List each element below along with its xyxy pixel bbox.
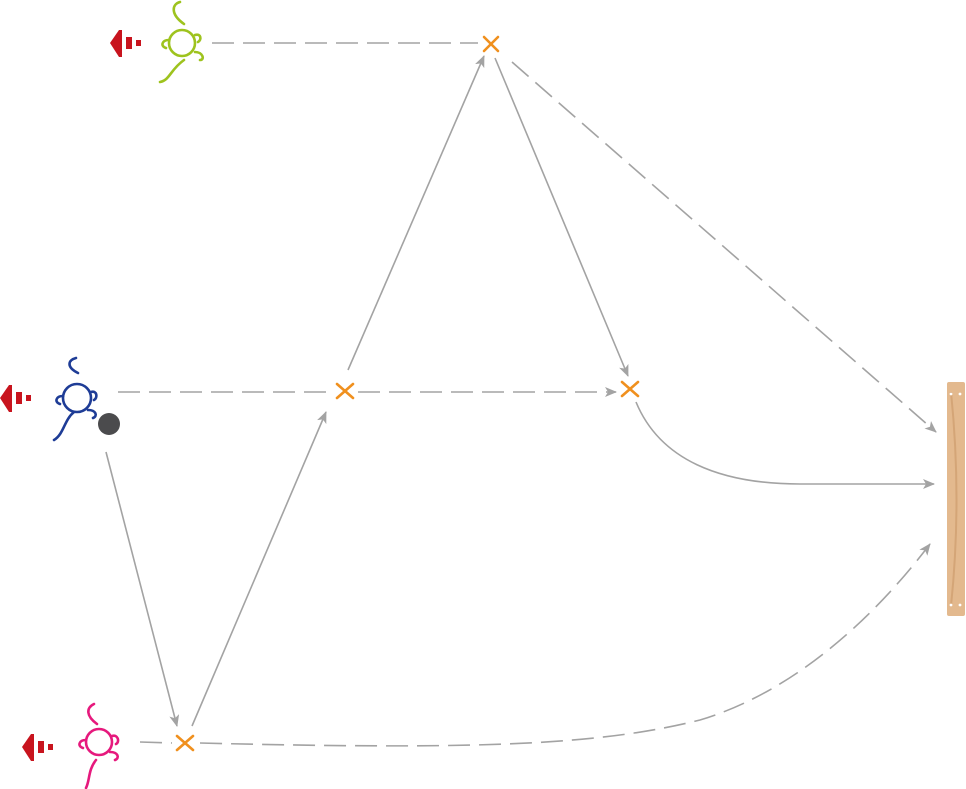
training-cone-icon (0, 385, 31, 412)
ball-icon (98, 413, 120, 435)
target-x-icon (482, 35, 500, 53)
run-line-bottom-to-board (199, 543, 931, 747)
pass-curve-right-to-board (635, 401, 935, 489)
target-x-icon (620, 380, 640, 398)
pass-line-ball-to-bottom (105, 451, 180, 727)
player-icon (158, 0, 204, 84)
player-icon (52, 356, 98, 442)
run-line-top-to-board (511, 61, 937, 433)
target-x-icon (335, 382, 355, 400)
pass-line-top-to-right (494, 57, 629, 377)
pass-line-bottom-to-middle (191, 411, 327, 727)
rebound-board-icon (947, 382, 965, 616)
pass-line-middle-to-top (347, 55, 485, 371)
target-x-icon (175, 734, 195, 752)
player-icon (78, 702, 120, 789)
run-line-bottom-short (139, 741, 173, 744)
training-cone-icon (22, 734, 53, 761)
training-cone-icon (110, 30, 141, 57)
